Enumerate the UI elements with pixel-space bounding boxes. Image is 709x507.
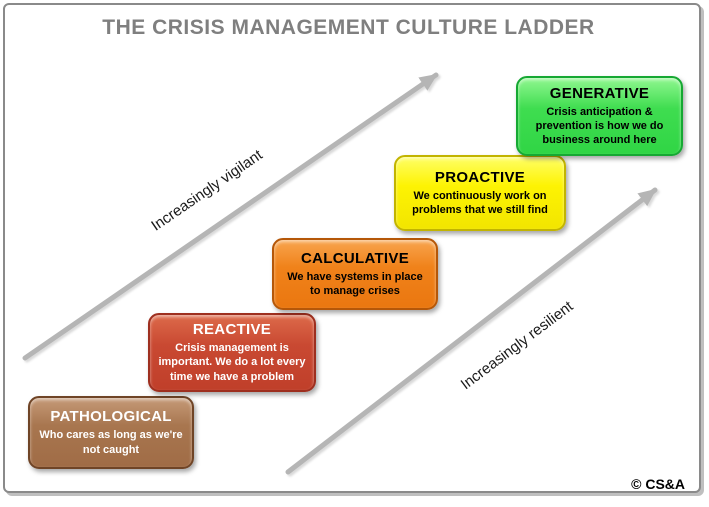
step-generative-body: Crisis anticipation & prevention is how … <box>535 105 664 147</box>
step-calculative-title: CALCULATIVE <box>300 249 409 267</box>
vigilant-arrow <box>22 72 439 361</box>
step-reactive-title: REACTIVE <box>192 321 272 339</box>
step-reactive-body: Crisis management is important. We do a … <box>158 342 306 383</box>
step-generative-title: GENERATIVE <box>549 84 650 102</box>
step-calculative: CALCULATIVE We have systems in place to … <box>272 238 438 310</box>
step-calculative-body: We have systems in place to manage crise… <box>287 270 423 297</box>
step-pathological: PATHOLOGICAL Who cares as long as we're … <box>28 396 194 469</box>
copyright: © CS&A <box>631 476 685 492</box>
step-proactive: PROACTIVE We continuously work on proble… <box>394 155 566 231</box>
step-pathological-body: Who cares as long as we're not caught <box>39 429 183 456</box>
resilient-arrow <box>285 187 658 475</box>
step-reactive: REACTIVE Crisis management is important.… <box>148 313 316 392</box>
step-proactive-body: We continuously work on problems that we… <box>412 189 548 216</box>
step-proactive-title: PROACTIVE <box>434 168 526 186</box>
page-title: THE CRISIS MANAGEMENT CULTURE LADDER <box>102 16 595 39</box>
step-pathological-title: PATHOLOGICAL <box>50 408 172 426</box>
step-generative: GENERATIVE Crisis anticipation & prevent… <box>516 76 683 156</box>
